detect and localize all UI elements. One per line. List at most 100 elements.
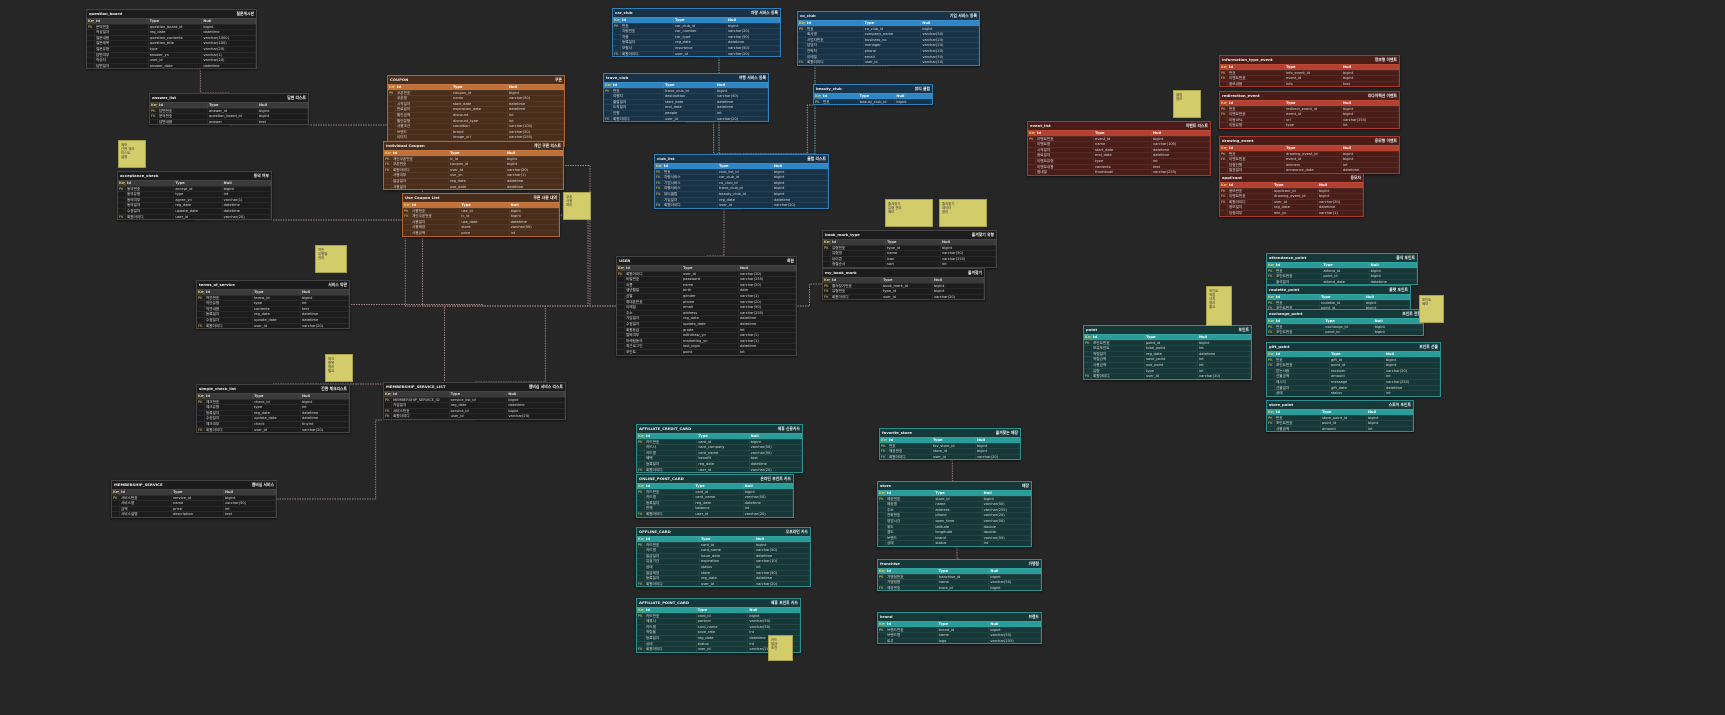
- sticky-note[interactable]: 즐겨찾기 데이터 정리: [939, 199, 987, 227]
- sticky-note[interactable]: 메모 간편 체크 리스트 설명: [118, 140, 146, 168]
- sticky-note[interactable]: 클럽 정보: [1173, 90, 1201, 118]
- sticky-note[interactable]: 포인트 메모: [1419, 295, 1444, 323]
- sticky-note[interactable]: 포인트 적립 규칙 정리 필요: [1206, 286, 1232, 326]
- sticky-note[interactable]: 카드 발급 조건: [768, 635, 793, 661]
- sticky-note[interactable]: 약관 유형별 관리: [315, 245, 347, 273]
